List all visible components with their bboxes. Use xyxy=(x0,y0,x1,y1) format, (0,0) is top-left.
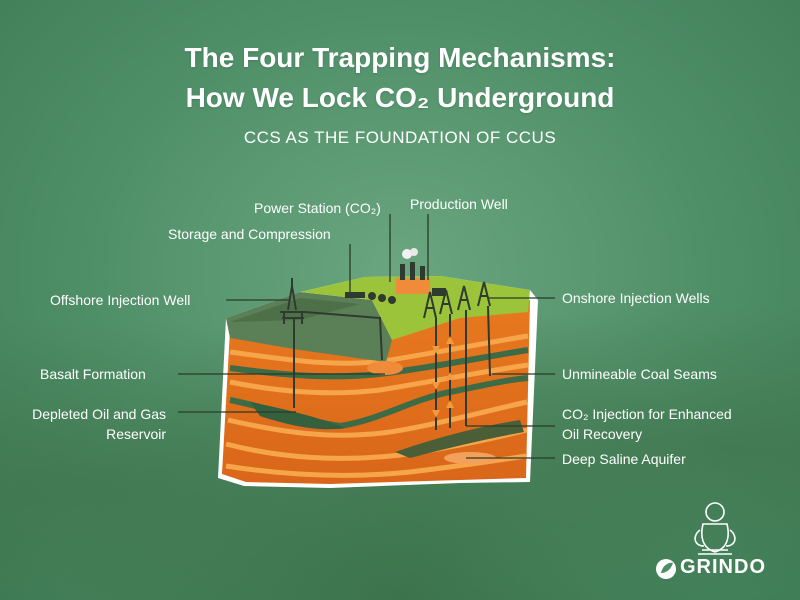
label-depleted-reservoir-line1: Depleted Oil and Gas xyxy=(32,406,166,422)
power-station xyxy=(396,248,446,296)
label-deep-saline-aquifer: Deep Saline Aquifer xyxy=(562,451,686,467)
depleted-reservoir-zone xyxy=(250,402,345,430)
label-storage-compression: Storage and Compression xyxy=(168,226,331,242)
leader-lines xyxy=(178,214,555,459)
label-unmineable-coal-seams: Unmineable Coal Seams xyxy=(562,366,717,382)
storage-compression-facility xyxy=(345,292,396,304)
title-line-1: The Four Trapping Mechanisms: xyxy=(184,42,616,73)
label-onshore-injection-wells: Onshore Injection Wells xyxy=(562,290,710,306)
page-title: The Four Trapping Mechanisms: How We Loc… xyxy=(0,38,800,118)
brand-mascot-icon xyxy=(694,502,736,555)
label-co2-eor-line2: Oil Recovery xyxy=(562,426,643,442)
co2-pipeline xyxy=(304,311,383,361)
page-subtitle: CCS AS THE FOUNDATION OF CCUS xyxy=(243,128,557,147)
label-depleted-reservoir-line2: Reservoir xyxy=(106,426,166,442)
saline-aquifer-zone xyxy=(395,420,524,458)
brand-leaf-icon xyxy=(656,559,676,579)
label-co2-eor: CO₂ Injection for Enhanced Oil Recovery xyxy=(562,404,732,444)
label-co2-eor-line1: CO₂ Injection for Enhanced xyxy=(562,406,732,422)
label-basalt-formation: Basalt Formation xyxy=(40,366,146,382)
label-offshore-injection-well: Offshore Injection Well xyxy=(50,292,191,308)
flow-arrows xyxy=(432,336,454,418)
brand-logo-text: GRINDO xyxy=(680,556,766,578)
label-depleted-reservoir: Depleted Oil and Gas Reservoir xyxy=(14,404,166,444)
title-line-2: How We Lock CO₂ Underground xyxy=(185,82,615,113)
label-power-station: Power Station (CO₂) xyxy=(254,200,381,216)
label-production-well: Production Well xyxy=(410,196,508,212)
basalt-plume xyxy=(367,361,403,375)
